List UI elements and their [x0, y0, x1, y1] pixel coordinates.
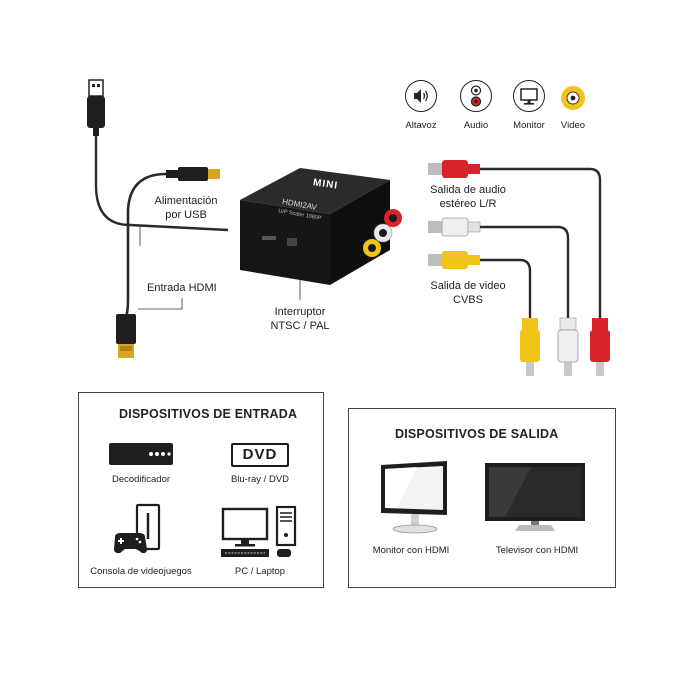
- hdmi-top-connector-icon: [166, 167, 220, 181]
- usb-power-label: Alimentación por USB: [154, 195, 218, 221]
- decoder-icon: [109, 443, 173, 465]
- rca-yellow-cable: [428, 251, 540, 376]
- monitor-caption: Monitor: [513, 120, 545, 131]
- usb-connector-icon: [87, 79, 105, 136]
- hdmi2av-converter-device: [240, 168, 402, 285]
- bluray-dvd-icon: DVD: [231, 443, 289, 467]
- video-caption: Video: [560, 120, 586, 131]
- hdmi-bottom-connector-icon: [116, 314, 136, 358]
- monitor-icon: [513, 80, 545, 112]
- decoder-caption: Decodificador: [111, 474, 171, 485]
- hdmi-input-label: Entrada HDMI: [147, 282, 217, 294]
- rca-red-cable: [428, 160, 610, 376]
- input-devices-panel: DISPOSITIVOS DE ENTRADA Decodificador DV…: [78, 392, 324, 588]
- game-console-caption: Consola de videojuegos: [90, 566, 192, 577]
- input-panel-title: DISPOSITIVOS DE ENTRADA: [119, 407, 298, 421]
- game-console-icon: [114, 503, 161, 554]
- dvd-badge-text: DVD: [242, 446, 278, 463]
- hdmi-tv-icon: [485, 463, 585, 531]
- audio-rca-icon: [460, 80, 492, 112]
- video-rca-icon: [561, 86, 585, 110]
- output-devices-panel: DISPOSITIVOS DE SALIDA Monitor con HDMI …: [348, 408, 616, 588]
- bluray-dvd-caption: Blu-ray / DVD: [230, 474, 290, 485]
- rca-white-cable: [428, 217, 579, 376]
- output-panel-title: DISPOSITIVOS DE SALIDA: [395, 427, 559, 441]
- audio-out-label: Salida de audio estéreo L/R: [430, 184, 506, 210]
- hdmi-monitor-icon: [381, 461, 447, 534]
- hdmi-tv-caption: Televisor con HDMI: [495, 545, 579, 556]
- ntsc-pal-label: Interruptor NTSC / PAL: [270, 306, 330, 332]
- pc-laptop-icon: [221, 505, 297, 557]
- pc-laptop-caption: PC / Laptop: [234, 566, 286, 577]
- hdmi-monitor-caption: Monitor con HDMI: [372, 545, 450, 556]
- speaker-icon: [405, 80, 437, 112]
- video-out-label: Salida de video CVBS: [430, 280, 506, 306]
- audio-caption: Audio: [463, 120, 489, 131]
- speaker-caption: Altavoz: [405, 120, 437, 131]
